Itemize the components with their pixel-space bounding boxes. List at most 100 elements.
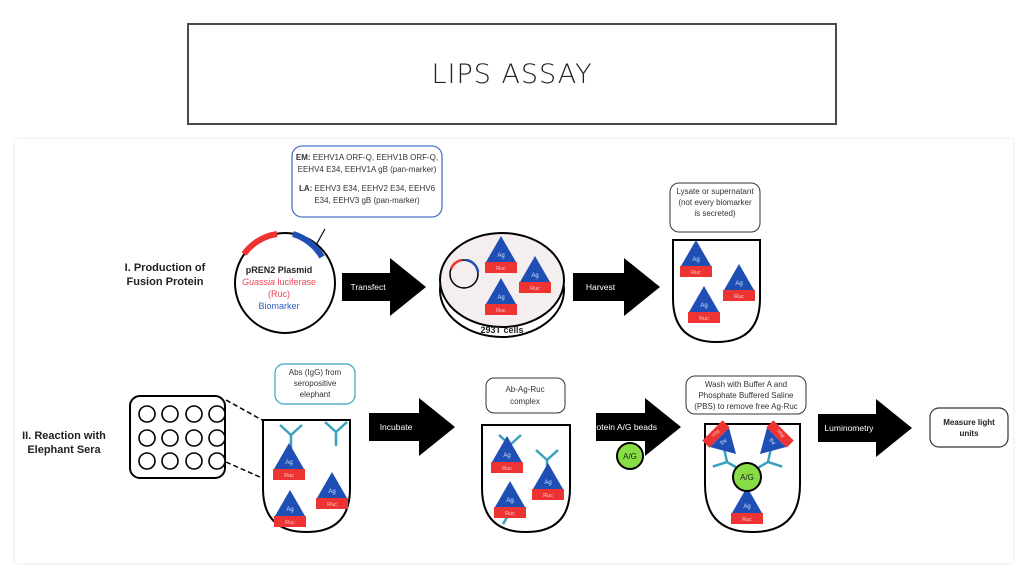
ruc-rect [491, 462, 523, 473]
row2-heading-2: Elephant Sera [27, 444, 101, 456]
ag-label: Ag [285, 460, 292, 466]
bead-in-tube-label: A/G [740, 473, 754, 482]
ag-label: Ag [768, 437, 777, 446]
dish-label: 293T cells [480, 325, 523, 335]
ag-label: Ag [503, 453, 510, 459]
antigen-triangle [492, 436, 522, 462]
ruc-label: Ruc [284, 473, 294, 479]
antigen-triangle [495, 481, 525, 507]
em-line2: EEHV4 E34, EEHV1A gB (pan-marker) [298, 165, 437, 174]
row2-heading: II. Reaction with [22, 430, 106, 442]
ruc-label: Ruc [496, 308, 506, 314]
dish-plasmid-biomarker [465, 258, 480, 273]
antigen-triangle [709, 427, 737, 455]
pointer-line [315, 228, 326, 246]
ruc-label: Ruc [543, 493, 553, 499]
ag-label: Ag [743, 504, 750, 510]
ruc-label: Ruc [285, 520, 295, 526]
ruc-label: Ruc [775, 427, 786, 438]
well [208, 452, 226, 470]
ruc-rect [680, 266, 712, 277]
complex-line2: complex [510, 397, 540, 406]
abs-line2: seropositive [294, 379, 337, 388]
ag-label: Ag [719, 437, 728, 446]
well [161, 452, 179, 470]
ag-label: Ag [497, 253, 504, 259]
well [208, 405, 226, 423]
incubate-arrow [369, 398, 455, 456]
luminometry-arrow [818, 399, 912, 457]
ruc-rect [485, 304, 517, 315]
ruc-rect [485, 262, 517, 273]
wash-line3: (PBS) to remove free Ag-Ruc [694, 402, 798, 411]
well [138, 452, 156, 470]
ruc-rect [519, 282, 551, 293]
antigen-triangle [520, 256, 550, 282]
lysate-line3: is secreted) [694, 209, 736, 218]
zoom-line-bottom [225, 461, 263, 479]
antigen-triangle [732, 487, 762, 513]
ruc-rect [688, 312, 720, 323]
antigen-triangle [317, 472, 347, 498]
dish-plasmid-ruc [449, 258, 463, 270]
protein-ag-beads-arrow [596, 398, 681, 456]
ag-label: Ag [506, 498, 513, 504]
result-box [929, 407, 1009, 448]
transfect-arrow [342, 258, 426, 316]
lysate-line1: Lysate or supernatant [676, 187, 754, 196]
antigen-triangle [274, 443, 304, 469]
la-line2: E34, EEHV3 gB (pan-marker) [314, 196, 420, 205]
well [185, 429, 203, 447]
ruc-label: Ruc [327, 502, 337, 508]
slide-title: LIPS ASSAY [431, 58, 593, 90]
plasmid-circle [234, 232, 336, 334]
ruc-label: Ruc [742, 517, 752, 523]
abs-line3: elephant [300, 390, 331, 399]
bead-in-tube [732, 462, 762, 492]
abs-box [274, 363, 356, 405]
plasmid-name: pREN2 Plasmid [246, 265, 313, 275]
ruc-rect [723, 290, 755, 301]
lysate-line2: (not every biomarker [678, 198, 752, 207]
ruc-rect [316, 498, 348, 509]
ruc-label: Ruc [496, 266, 506, 272]
well [138, 405, 156, 423]
ruc-rect [702, 420, 730, 448]
ruc-rect [731, 513, 763, 524]
well [185, 452, 203, 470]
harvest-arrow [573, 258, 660, 316]
antigen-triangle [275, 490, 305, 516]
ag-label: Ag [531, 273, 538, 279]
ruc-rect [532, 489, 564, 500]
zoom-line-top [225, 399, 263, 421]
ruc-label: Ruc [505, 511, 515, 517]
protein-ag-beads-label: Protein A/G beads [588, 422, 657, 432]
title-box: LIPS ASSAY [187, 23, 837, 125]
bead-icon [616, 442, 644, 470]
ruc-label: Ruc [530, 286, 540, 292]
dish-plasmid [449, 259, 479, 289]
wash-line1: Wash with Buffer A and [705, 380, 787, 389]
complex-line1: Ab-Ag-Ruc [505, 385, 544, 394]
row1-heading-2: Fusion Protein [127, 276, 204, 288]
transfect-label: Transfect [350, 282, 386, 292]
ag-label: Ag [735, 281, 742, 287]
antigen-triangle [486, 278, 516, 304]
ruc-segment [241, 231, 278, 256]
antigen-triangle [681, 240, 711, 266]
ruc-rect [274, 516, 306, 527]
well [185, 405, 203, 423]
antigen-triangle [689, 286, 719, 312]
